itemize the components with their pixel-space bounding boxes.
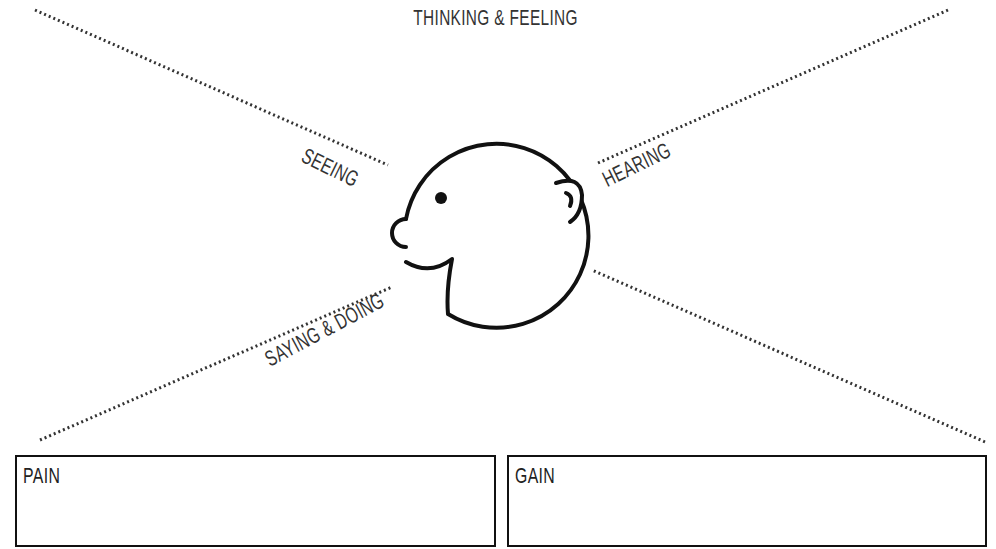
face-icon [392,144,588,328]
divider-line [598,10,948,163]
divider-lines [35,10,985,442]
quadrant-box: GAIN [507,455,987,547]
ear-inner [566,193,571,206]
eye [435,192,447,204]
quadrant-box: PAIN [15,455,496,547]
box-heading: PAIN [23,463,60,489]
box-heading: GAIN [515,463,555,489]
quadrant-label: SAYING & DOING [261,288,389,373]
head-outline [406,144,588,328]
divider-line [40,287,392,440]
quadrant-label: HEARING [599,137,676,192]
quadrant-label: THINKING & FEELING [413,5,578,31]
divider-line [592,270,985,442]
ear [556,181,582,222]
quadrant-label: SEEING [297,143,363,193]
nose [392,219,406,247]
divider-line [35,10,388,165]
